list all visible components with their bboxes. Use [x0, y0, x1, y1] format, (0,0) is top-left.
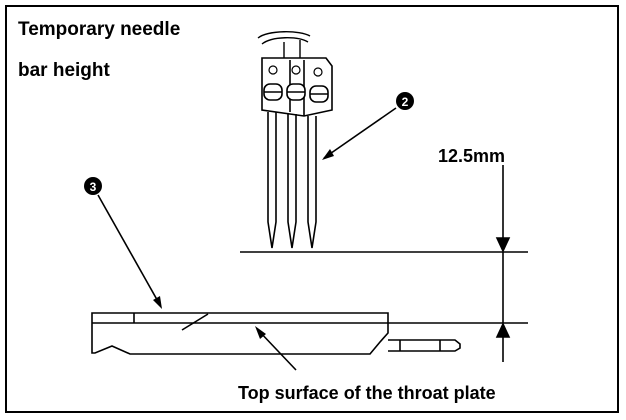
callout-2: 2	[322, 92, 414, 160]
title-line-2: bar height	[18, 60, 111, 81]
needle-set-screws	[263, 83, 329, 103]
needles	[267, 112, 317, 249]
bottom-label: Top surface of the throat plate	[238, 383, 496, 403]
throat-surface-leader	[255, 326, 297, 371]
title-line-1: Temporary needle	[18, 19, 180, 40]
dimension-label: 12.5mm	[438, 146, 505, 166]
throat-plate	[91, 312, 461, 355]
needle-bar-top	[257, 31, 311, 60]
clamp-small-screws	[268, 65, 323, 77]
dimension-arrows	[495, 165, 511, 362]
svg-text:3: 3	[90, 180, 97, 194]
svg-text:2: 2	[402, 95, 409, 109]
callout-3: 3	[84, 177, 162, 309]
